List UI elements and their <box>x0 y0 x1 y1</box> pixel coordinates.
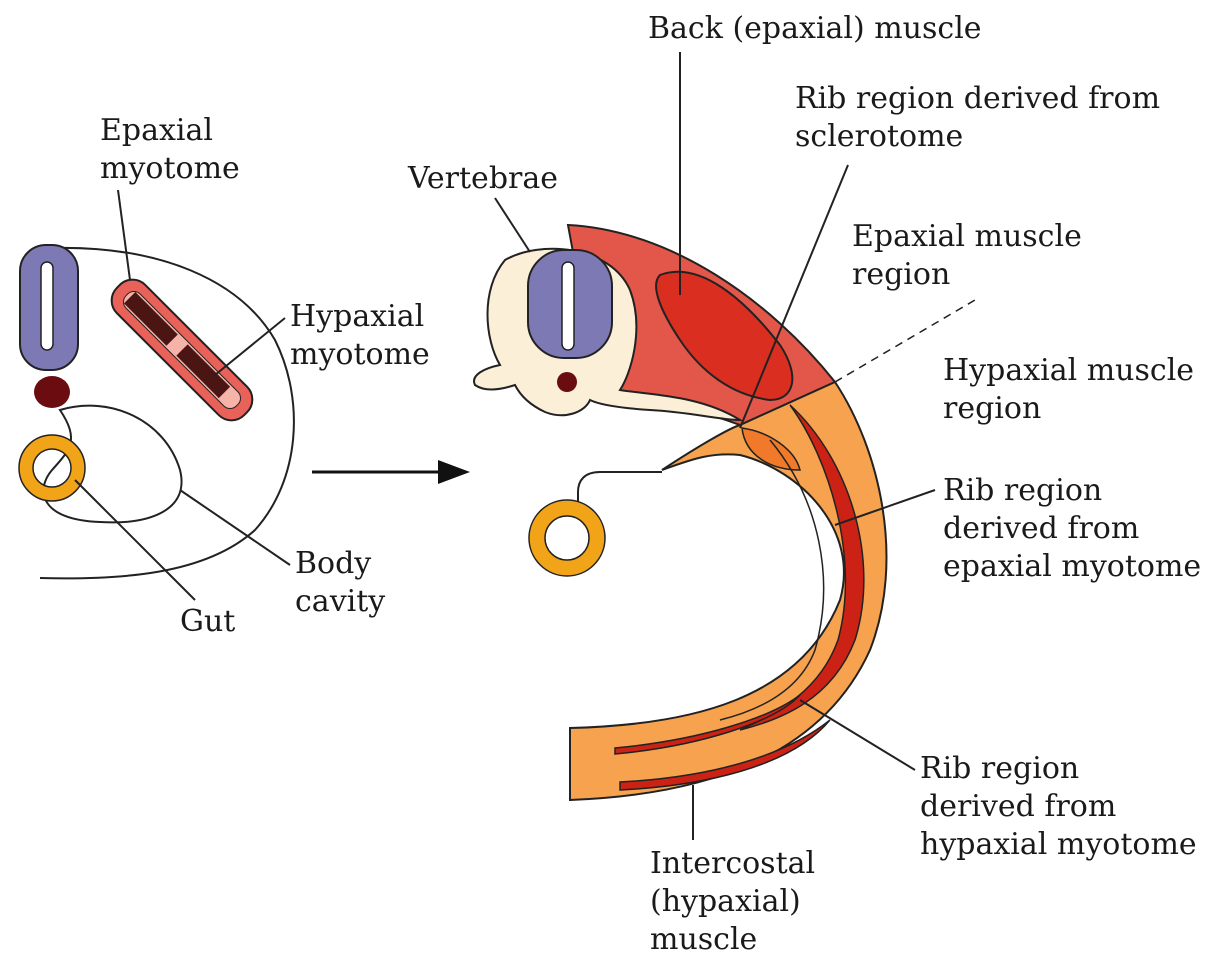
label-rib-sclerotome: Rib region derived from sclerotome <box>795 80 1160 156</box>
late-embryo-section <box>474 225 975 800</box>
label-epaxial-myotome: Epaxial myotome <box>100 112 240 188</box>
label-body-cavity: Body cavity <box>295 545 385 621</box>
body-cavity <box>44 406 182 523</box>
neural-tube <box>20 245 78 370</box>
label-epaxial-region: Epaxial muscle region <box>852 218 1082 294</box>
label-vertebrae: Vertebrae <box>408 160 558 198</box>
gut-right <box>537 508 597 568</box>
label-intercostal: Intercostal (hypaxial) muscle <box>650 845 815 959</box>
label-rib-hypaxial: Rib region derived from hypaxial myotome <box>920 750 1197 864</box>
label-hypaxial-myotome: Hypaxial myotome <box>290 298 430 374</box>
development-arrow <box>312 460 470 484</box>
hypaxial-muscle-region <box>570 382 886 800</box>
label-rib-epaxial: Rib region derived from epaxial myotome <box>943 472 1201 586</box>
gut <box>26 442 78 494</box>
notochord <box>34 376 70 408</box>
label-back-muscle: Back (epaxial) muscle <box>648 10 982 48</box>
label-gut: Gut <box>180 603 235 641</box>
gut-mesentery <box>578 472 662 505</box>
label-hypaxial-region: Hypaxial muscle region <box>943 352 1194 428</box>
notochord-remnant <box>557 372 577 392</box>
early-embryo-section <box>19 245 294 578</box>
